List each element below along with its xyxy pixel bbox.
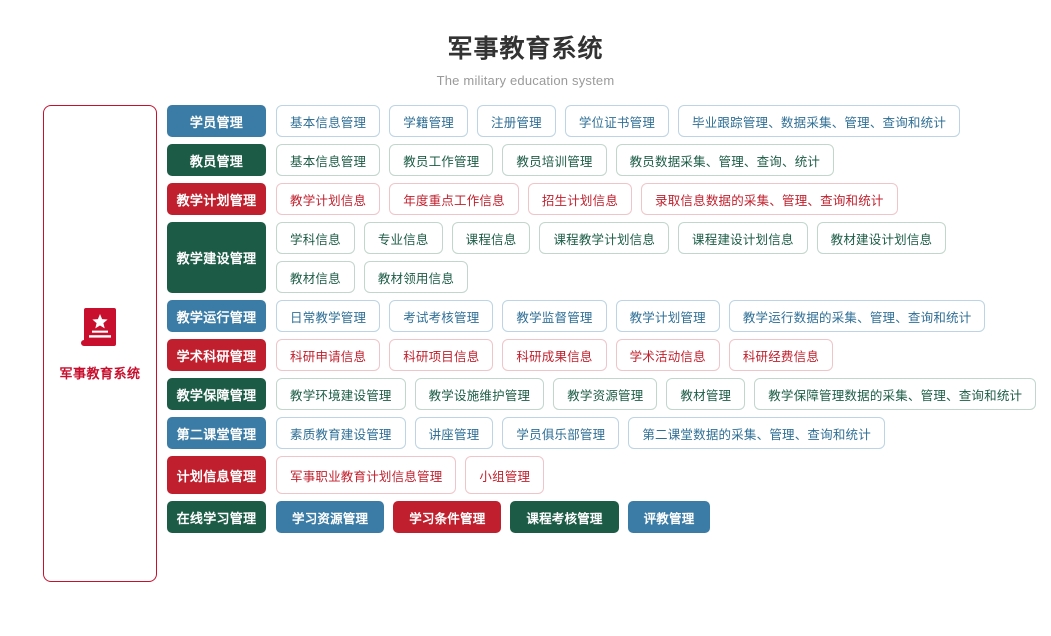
child-button-line: 基本信息管理教员工作管理教员培训管理教员数据采集、管理、查询、统计 [276,144,1036,177]
child-module-button[interactable]: 教学资源管理 [553,378,658,411]
sidebar-system-label: 军事教育系统 [59,365,141,381]
child-button-line: 基本信息管理学籍管理注册管理学位证书管理毕业跟踪管理、数据采集、管理、查询和统计 [276,105,1036,138]
child-button-group: 军事职业教育计划信息管理小组管理 [276,456,1036,495]
child-button-line: 日常教学管理考试考核管理教学监督管理教学计划管理教学运行数据的采集、管理、查询和… [276,300,1036,333]
child-module-button[interactable]: 学习条件管理 [393,501,502,534]
category-button[interactable]: 学术科研管理 [167,339,266,372]
child-button-group: 日常教学管理考试考核管理教学监督管理教学计划管理教学运行数据的采集、管理、查询和… [276,300,1036,333]
child-button-line: 学习资源管理学习条件管理课程考核管理评教管理 [276,501,1036,534]
module-row: 教员管理基本信息管理教员工作管理教员培训管理教员数据采集、管理、查询、统计 [167,144,1036,177]
child-module-button[interactable]: 课程信息 [451,222,531,255]
child-module-button[interactable]: 素质教育建设管理 [276,417,406,450]
child-module-button[interactable]: 教员工作管理 [389,144,494,177]
child-module-button[interactable]: 毕业跟踪管理、数据采集、管理、查询和统计 [678,105,961,138]
child-module-button[interactable]: 第二课堂数据的采集、管理、查询和统计 [628,417,885,450]
child-module-button[interactable]: 教学环境建设管理 [276,378,406,411]
category-button[interactable]: 教员管理 [167,144,266,177]
child-module-button[interactable]: 教员数据采集、管理、查询、统计 [615,144,835,177]
child-button-group: 科研申请信息科研项目信息科研成果信息学术活动信息科研经费信息 [276,339,1036,372]
child-module-button[interactable]: 军事职业教育计划信息管理 [276,456,457,495]
child-module-button[interactable]: 科研经费信息 [728,339,834,372]
module-row: 在线学习管理学习资源管理学习条件管理课程考核管理评教管理 [167,501,1036,534]
module-row: 计划信息管理军事职业教育计划信息管理小组管理 [167,456,1036,495]
module-row: 第二课堂管理素质教育建设管理讲座管理学员俱乐部管理第二课堂数据的采集、管理、查询… [167,417,1036,450]
category-button[interactable]: 学员管理 [167,105,266,138]
category-button[interactable]: 第二课堂管理 [167,417,266,450]
module-row: 教学运行管理日常教学管理考试考核管理教学监督管理教学计划管理教学运行数据的采集、… [167,300,1036,333]
child-module-button[interactable]: 注册管理 [477,105,556,138]
child-module-button[interactable]: 课程建设计划信息 [678,222,808,255]
child-module-button[interactable]: 评教管理 [627,501,711,534]
child-module-button[interactable]: 小组管理 [465,456,545,495]
category-button[interactable]: 计划信息管理 [167,456,266,495]
child-module-button[interactable]: 教材信息 [276,261,355,294]
child-module-button[interactable]: 专业信息 [363,222,443,255]
sidebar-system-card[interactable]: 军事教育系统 [43,105,157,583]
child-module-button[interactable]: 讲座管理 [414,417,494,450]
child-module-button[interactable]: 科研成果信息 [502,339,607,372]
child-button-line: 学科信息专业信息课程信息课程教学计划信息课程建设计划信息教材建设计划信息 [276,222,1036,255]
child-module-button[interactable]: 学位证书管理 [564,105,670,138]
child-module-button[interactable]: 日常教学管理 [276,300,381,333]
category-button[interactable]: 教学保障管理 [167,378,266,411]
child-module-button[interactable]: 学术活动信息 [615,339,720,372]
category-button[interactable]: 在线学习管理 [167,501,266,534]
child-module-button[interactable]: 科研项目信息 [389,339,494,372]
page-subtitle: The military education system [436,73,615,89]
child-button-group: 学科信息专业信息课程信息课程教学计划信息课程建设计划信息教材建设计划信息教材信息… [276,222,1036,294]
child-module-button[interactable]: 课程教学计划信息 [539,222,670,255]
module-row: 教学计划管理教学计划信息年度重点工作信息招生计划信息录取信息数据的采集、管理、查… [167,183,1036,216]
child-button-line: 教材信息教材领用信息 [276,261,1036,294]
child-button-group: 素质教育建设管理讲座管理学员俱乐部管理第二课堂数据的采集、管理、查询和统计 [276,417,1036,450]
child-module-button[interactable]: 教材建设计划信息 [816,222,947,255]
child-button-group: 教学计划信息年度重点工作信息招生计划信息录取信息数据的采集、管理、查询和统计 [276,183,1036,216]
child-module-button[interactable]: 教学设施维护管理 [414,378,545,411]
child-button-line: 素质教育建设管理讲座管理学员俱乐部管理第二课堂数据的采集、管理、查询和统计 [276,417,1036,450]
child-module-button[interactable]: 招生计划信息 [527,183,633,216]
child-module-button[interactable]: 学习资源管理 [276,501,385,534]
child-module-button[interactable]: 基本信息管理 [276,105,381,138]
child-module-button[interactable]: 基本信息管理 [276,144,381,177]
child-module-button[interactable]: 学籍管理 [389,105,469,138]
child-module-button[interactable]: 教学保障管理数据的采集、管理、查询和统计 [754,378,1037,411]
child-module-button[interactable]: 教材管理 [666,378,746,411]
module-row: 学员管理基本信息管理学籍管理注册管理学位证书管理毕业跟踪管理、数据采集、管理、查… [167,105,1036,138]
child-module-button[interactable]: 教学监督管理 [502,300,607,333]
child-module-button[interactable]: 教学计划管理 [615,300,720,333]
child-button-line: 军事职业教育计划信息管理小组管理 [276,456,1036,495]
child-module-button[interactable]: 考试考核管理 [389,300,494,333]
child-module-button[interactable]: 教员培训管理 [502,144,607,177]
module-row: 教学保障管理教学环境建设管理教学设施维护管理教学资源管理教材管理教学保障管理数据… [167,378,1037,411]
child-module-button[interactable]: 学科信息 [276,222,355,255]
child-module-button[interactable]: 课程考核管理 [510,501,619,534]
child-module-button[interactable]: 教学运行数据的采集、管理、查询和统计 [728,300,986,333]
module-row: 教学建设管理学科信息专业信息课程信息课程教学计划信息课程建设计划信息教材建设计划… [167,222,1036,294]
child-button-group: 基本信息管理教员工作管理教员培训管理教员数据采集、管理、查询、统计 [276,144,1036,177]
child-button-line: 教学计划信息年度重点工作信息招生计划信息录取信息数据的采集、管理、查询和统计 [276,183,1036,216]
child-button-line: 科研申请信息科研项目信息科研成果信息学术活动信息科研经费信息 [276,339,1036,372]
child-button-line: 教学环境建设管理教学设施维护管理教学资源管理教材管理教学保障管理数据的采集、管理… [276,378,1037,411]
child-module-button[interactable]: 教学计划信息 [276,183,381,216]
child-module-button[interactable]: 学员俱乐部管理 [502,417,620,450]
page-header: 军事教育系统 The military education system [0,0,1051,88]
category-button[interactable]: 教学建设管理 [167,222,266,294]
child-button-group: 教学环境建设管理教学设施维护管理教学资源管理教材管理教学保障管理数据的采集、管理… [276,378,1037,411]
main-content: 军事教育系统 学员管理基本信息管理学籍管理注册管理学位证书管理毕业跟踪管理、数据… [0,88,1051,583]
child-button-group: 基本信息管理学籍管理注册管理学位证书管理毕业跟踪管理、数据采集、管理、查询和统计 [276,105,1036,138]
category-button[interactable]: 教学运行管理 [167,300,266,333]
child-module-button[interactable]: 录取信息数据的采集、管理、查询和统计 [641,183,898,216]
child-module-button[interactable]: 教材领用信息 [363,261,469,294]
category-button[interactable]: 教学计划管理 [167,183,266,216]
child-module-button[interactable]: 科研申请信息 [276,339,381,372]
child-module-button[interactable]: 年度重点工作信息 [389,183,519,216]
page-title: 军事教育系统 [447,35,604,63]
book-star-icon [80,306,120,355]
child-button-group: 学习资源管理学习条件管理课程考核管理评教管理 [276,501,1036,534]
module-rows: 学员管理基本信息管理学籍管理注册管理学位证书管理毕业跟踪管理、数据采集、管理、查… [167,105,1037,540]
module-row: 学术科研管理科研申请信息科研项目信息科研成果信息学术活动信息科研经费信息 [167,339,1036,372]
